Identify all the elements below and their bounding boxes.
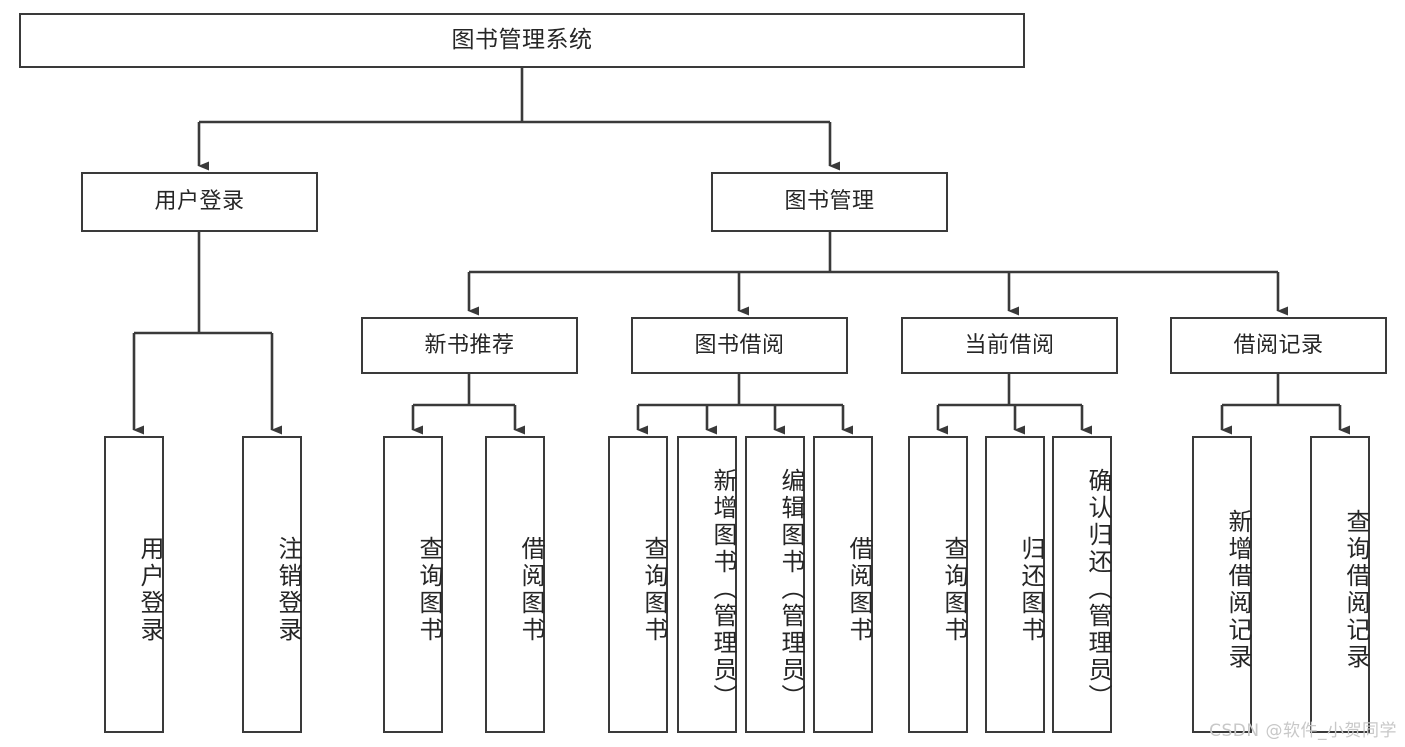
node-leaf-borrow-book-2-label: 借阅图书 (845, 535, 873, 644)
node-book-manage[interactable]: 图书管理 (711, 172, 948, 232)
node-user-login-label: 用户登录 (154, 189, 245, 215)
node-leaf-add-record[interactable]: 新增借阅记录 (1192, 436, 1252, 733)
node-current-borrow-label: 当前借阅 (964, 332, 1055, 358)
node-leaf-query-book-2-label: 查询图书 (640, 535, 668, 644)
node-leaf-return-book[interactable]: 归还图书 (985, 436, 1045, 733)
node-leaf-borrow-book-2[interactable]: 借阅图书 (813, 436, 873, 733)
node-leaf-confirm-return-label: 确认归还（管理员） (1084, 468, 1112, 711)
node-leaf-query-book-2[interactable]: 查询图书 (608, 436, 668, 733)
node-leaf-user-logout[interactable]: 注销登录 (242, 436, 302, 733)
node-leaf-edit-book[interactable]: 编辑图书（管理员） (745, 436, 805, 733)
node-borrow-record[interactable]: 借阅记录 (1170, 317, 1387, 374)
node-new-book-recommend[interactable]: 新书推荐 (361, 317, 578, 374)
node-borrow-record-label: 借阅记录 (1233, 332, 1324, 358)
node-leaf-query-book-3[interactable]: 查询图书 (908, 436, 968, 733)
node-root-label: 图书管理系统 (451, 26, 593, 53)
node-user-login[interactable]: 用户登录 (81, 172, 318, 232)
node-leaf-user-login[interactable]: 用户登录 (104, 436, 164, 733)
node-book-borrow[interactable]: 图书借阅 (631, 317, 848, 374)
node-leaf-query-book-1[interactable]: 查询图书 (383, 436, 443, 733)
node-leaf-user-logout-label: 注销登录 (274, 535, 302, 644)
csdn-watermark: CSDN @软件_小贺同学 (1209, 721, 1397, 741)
node-leaf-borrow-book-1[interactable]: 借阅图书 (485, 436, 545, 733)
node-leaf-edit-book-label: 编辑图书（管理员） (777, 468, 805, 711)
node-leaf-add-book-label: 新增图书（管理员） (709, 468, 737, 711)
node-book-borrow-label: 图书借阅 (694, 332, 785, 358)
node-leaf-borrow-book-1-label: 借阅图书 (517, 535, 545, 644)
node-book-manage-label: 图书管理 (784, 189, 875, 215)
node-leaf-query-record[interactable]: 查询借阅记录 (1310, 436, 1370, 733)
node-leaf-return-book-label: 归还图书 (1017, 535, 1045, 644)
node-leaf-query-book-1-label: 查询图书 (415, 535, 443, 644)
node-leaf-query-record-label: 查询借阅记录 (1342, 508, 1370, 671)
node-root[interactable]: 图书管理系统 (19, 13, 1025, 68)
node-leaf-query-book-3-label: 查询图书 (940, 535, 968, 644)
node-leaf-user-login-label: 用户登录 (136, 535, 164, 644)
node-new-book-recommend-label: 新书推荐 (424, 332, 515, 358)
node-leaf-add-book[interactable]: 新增图书（管理员） (677, 436, 737, 733)
node-leaf-add-record-label: 新增借阅记录 (1224, 508, 1252, 671)
node-leaf-confirm-return[interactable]: 确认归还（管理员） (1052, 436, 1112, 733)
node-current-borrow[interactable]: 当前借阅 (901, 317, 1118, 374)
